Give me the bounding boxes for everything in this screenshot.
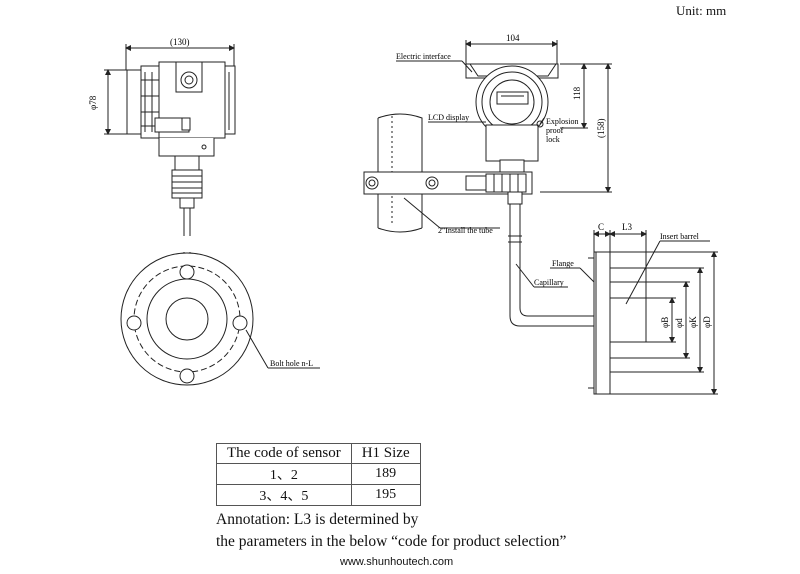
dim-phi-D: φD (702, 316, 712, 328)
dim-right-h1: 118 (572, 86, 582, 100)
website-watermark: www.shunhoutech.com (340, 556, 454, 568)
callout-explosion-proof-lock-3: lock (546, 135, 560, 144)
right-front-view (363, 40, 718, 395)
left-side-view (104, 44, 320, 386)
callout-explosion-proof-lock-2: proof (546, 126, 564, 135)
callout-explosion-proof-lock-1: Explosion (546, 117, 578, 126)
dim-l3: L3 (622, 222, 632, 232)
dim-left-height: φ78 (88, 95, 98, 110)
table-cell: 3、4、5 (216, 484, 352, 506)
table-header-row: The code of sensor H1 Size (216, 443, 421, 464)
table-header-h1-size: H1 Size (350, 443, 421, 464)
callout-flange: Flange (552, 259, 574, 268)
unit-label: Unit: mm (676, 3, 727, 18)
callout-lcd-display: LCD display (428, 113, 469, 122)
callout-capillary: Capillary (534, 278, 564, 287)
table-row: 1、2 189 (216, 463, 421, 485)
dim-c: C (598, 222, 604, 232)
table-row: 3、4、5 195 (216, 484, 421, 506)
dim-right-width: 104 (506, 33, 520, 43)
table-cell: 1、2 (216, 463, 352, 485)
table-header-sensor-code: The code of sensor (216, 443, 352, 464)
callout-install-tube: 2"Install the tube (438, 226, 493, 235)
table-cell: 189 (350, 463, 421, 485)
callout-bolt-hole: Bolt hole n-L (270, 359, 313, 368)
annotation-line-2: the parameters in the below “code for pr… (216, 533, 567, 550)
dim-left-width: (130) (170, 37, 190, 47)
dim-phi-d: φd (674, 318, 684, 328)
dim-phi-k: φK (688, 316, 698, 328)
dim-phi-b: φB (660, 317, 670, 328)
callout-insert-barrel: Insert barrel (660, 232, 700, 241)
dim-right-total: (158) (596, 119, 606, 139)
annotation-line-1: Annotation: L3 is determined by (216, 511, 419, 528)
sensor-size-table: The code of sensor H1 Size 1、2 189 3、4、5… (216, 443, 421, 506)
callout-electric-interface: Electric interface (396, 52, 451, 61)
table-cell: 195 (350, 484, 421, 506)
